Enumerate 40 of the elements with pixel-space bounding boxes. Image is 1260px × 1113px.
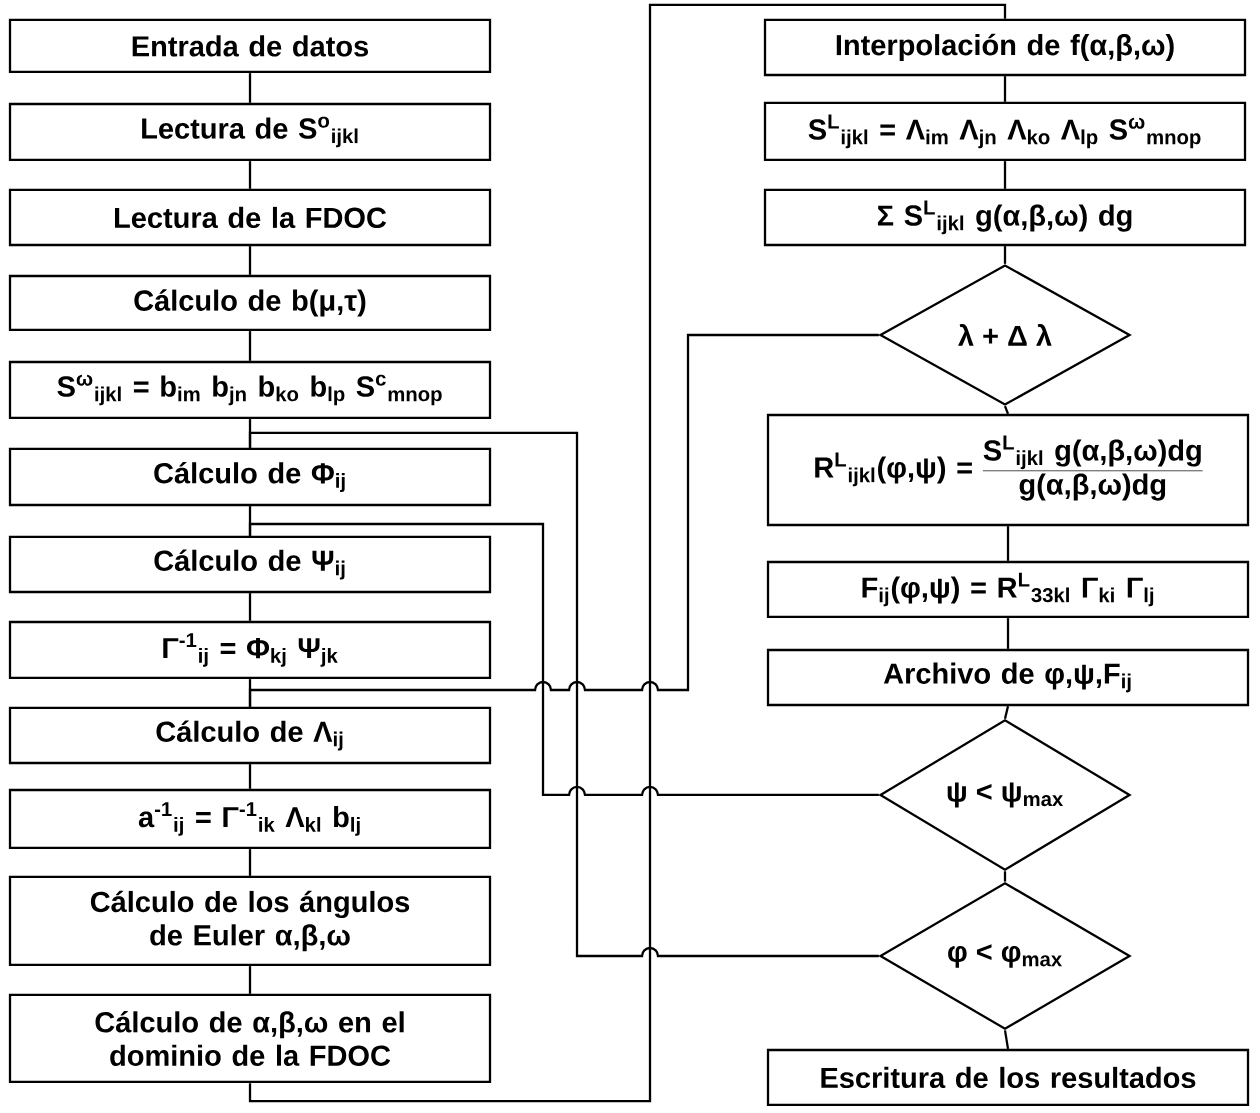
process-box: Cálculo de α,β,ω en el dominio de la FDOC [8,993,492,1084]
process-box: S$^{L}$$_{ijkl}$ = Λ$_{im}$ Λ$_{jn}$ Λ$_{ko}$ Λ$_{lp}$ S$^{ω}$mnop [763,101,1247,162]
connector-line [1003,76,1007,102]
connector-line [1003,246,1007,264]
process-box: S$^{ω}$$_{ijkl}$ = b$_{im}$ b$_{jn}$ b$_{ko}$ b$_{lp}$ S$^{c}$mnop [8,360,492,420]
connector-line [248,3,1007,1103]
connector-line [248,522,879,797]
connector-line [248,764,252,789]
connector-line [248,161,252,189]
process-box: Cálculo de Ψ$_{ij}$ [8,535,492,594]
process-box: Lectura de S$^{o}$ijkl [8,102,492,162]
connector-line [248,246,252,275]
connector-line [248,73,252,103]
process-box: Interpolación de f(α,β,ω) [763,18,1247,77]
process-box: Cálculo de Φ$_{ij}$ [8,447,492,507]
connector-line [1003,405,1010,415]
connector-line [248,331,252,361]
connector-line [1003,871,1007,882]
connector-line [248,431,879,958]
process-box: a$^{-1}$$_{ij}$ = Γ$^{-1}$$_{ik}$ Λ$_{kl}$ b$_{lj}$ [8,788,492,850]
process-box: F$_{ij}$(φ,ψ) = R$^{L}$$_{33kl}$ Γ$_{ki}$ Γ$_{lj}$ [766,560,1250,619]
process-box: Γ$^{-1}$$_{ij}$ = Φ$_{kj}$ Ψ$_{jk}$ [8,620,492,680]
connector-line [248,966,252,994]
connector-line [248,333,879,707]
process-box: Lectura de la FDOC [8,188,492,247]
connector-line [248,849,252,876]
connector-line [1006,618,1010,649]
connector-line [1003,1030,1010,1050]
process-box: Cálculo de los ángulos de Euler α,β,ω [8,875,492,967]
process-box: Escritura de los resultados [766,1048,1250,1107]
process-box: R$^{L}$$_{ijkl}$(φ,ψ) = S$^{L}$$_{ijkl}$ g(α,β,ω)dg g(α,β,ω)dg [766,413,1250,527]
process-box: Cálculo de b(μ,τ) [8,274,492,332]
connector-line [1003,161,1007,189]
process-box: Σ S$^{L}$$_{ijkl}$ g(α,β,ω) dg [763,188,1247,247]
connector-line [1003,705,1010,719]
connector-line [1006,526,1010,561]
connector-line [248,593,252,621]
process-box: Cálculo de Λ$_{ij}$ [8,706,492,765]
process-box: Archivo de φ,ψ,F$_{ij}$ [766,648,1250,707]
process-box: Entrada de datos [8,18,492,74]
